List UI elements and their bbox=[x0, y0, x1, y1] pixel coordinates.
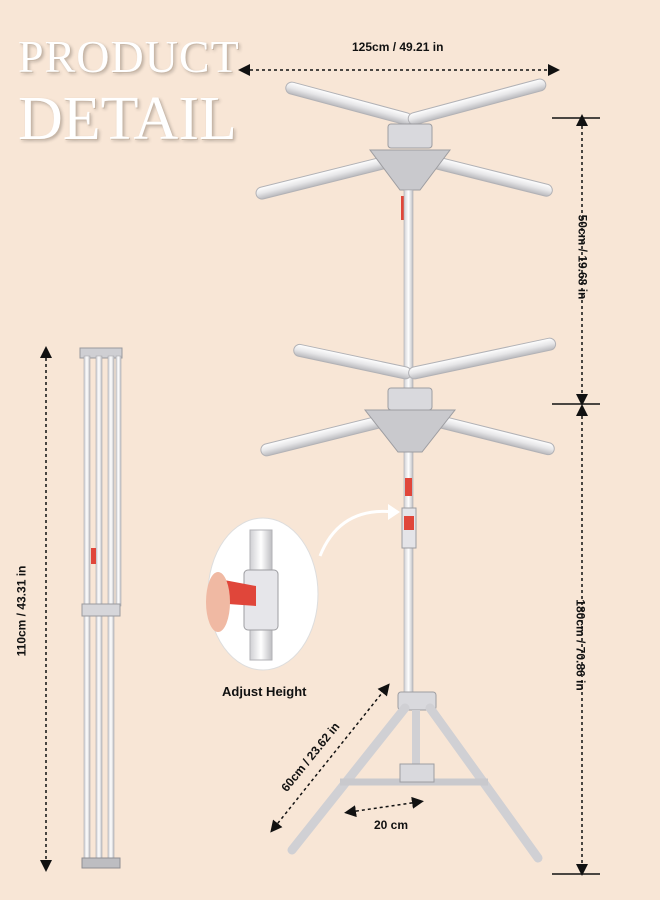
tripod-base bbox=[287, 691, 543, 863]
lower-arms bbox=[260, 337, 557, 457]
title-detail: DETAIL bbox=[18, 85, 237, 153]
adjust-height-label: Adjust Height bbox=[222, 684, 307, 699]
title-product: PRODUCT bbox=[18, 31, 240, 82]
upper-height-label: 50cm / 19.68 in bbox=[575, 214, 590, 300]
adjust-height-callout bbox=[206, 504, 400, 671]
lower-height-label: 180cm / 70.86 in bbox=[573, 599, 588, 691]
folded-rack bbox=[79, 347, 123, 869]
width-top-label: 125cm / 49.21 in bbox=[352, 40, 444, 54]
upper-arms bbox=[255, 78, 553, 200]
base-width-label: 20 cm bbox=[374, 818, 409, 832]
folded-height-label: 110cm / 43.31 in bbox=[14, 565, 29, 657]
dimension-lines bbox=[40, 64, 600, 876]
